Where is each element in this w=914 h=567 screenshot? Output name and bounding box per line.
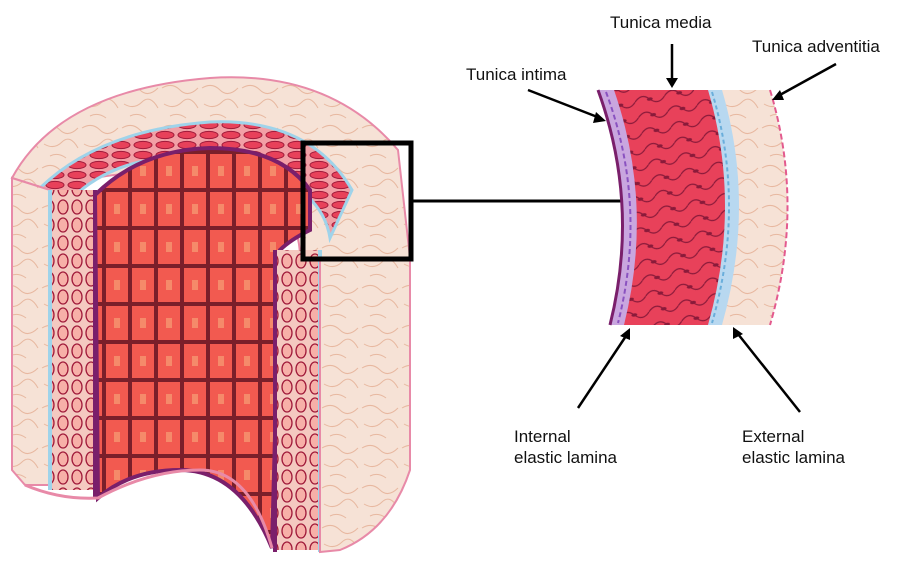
label-external-elastic-lamina: External elastic lamina <box>742 426 845 468</box>
label-tunica-adventitia: Tunica adventitia <box>752 36 880 57</box>
label-tunica-intima: Tunica intima <box>466 64 566 85</box>
label-internal-elastic-lamina: Internal elastic lamina <box>514 426 617 468</box>
artery-3d-cutaway <box>12 77 411 552</box>
arrow-tunica-media <box>666 44 678 88</box>
wall-section-zoom <box>598 90 788 325</box>
arrow-tunica-adventitia <box>772 64 836 100</box>
arrow-external-elastic-lamina <box>733 327 800 412</box>
arrow-tunica-intima <box>528 90 606 123</box>
label-tunica-media: Tunica media <box>610 12 711 33</box>
arrow-internal-elastic-lamina <box>578 328 630 408</box>
